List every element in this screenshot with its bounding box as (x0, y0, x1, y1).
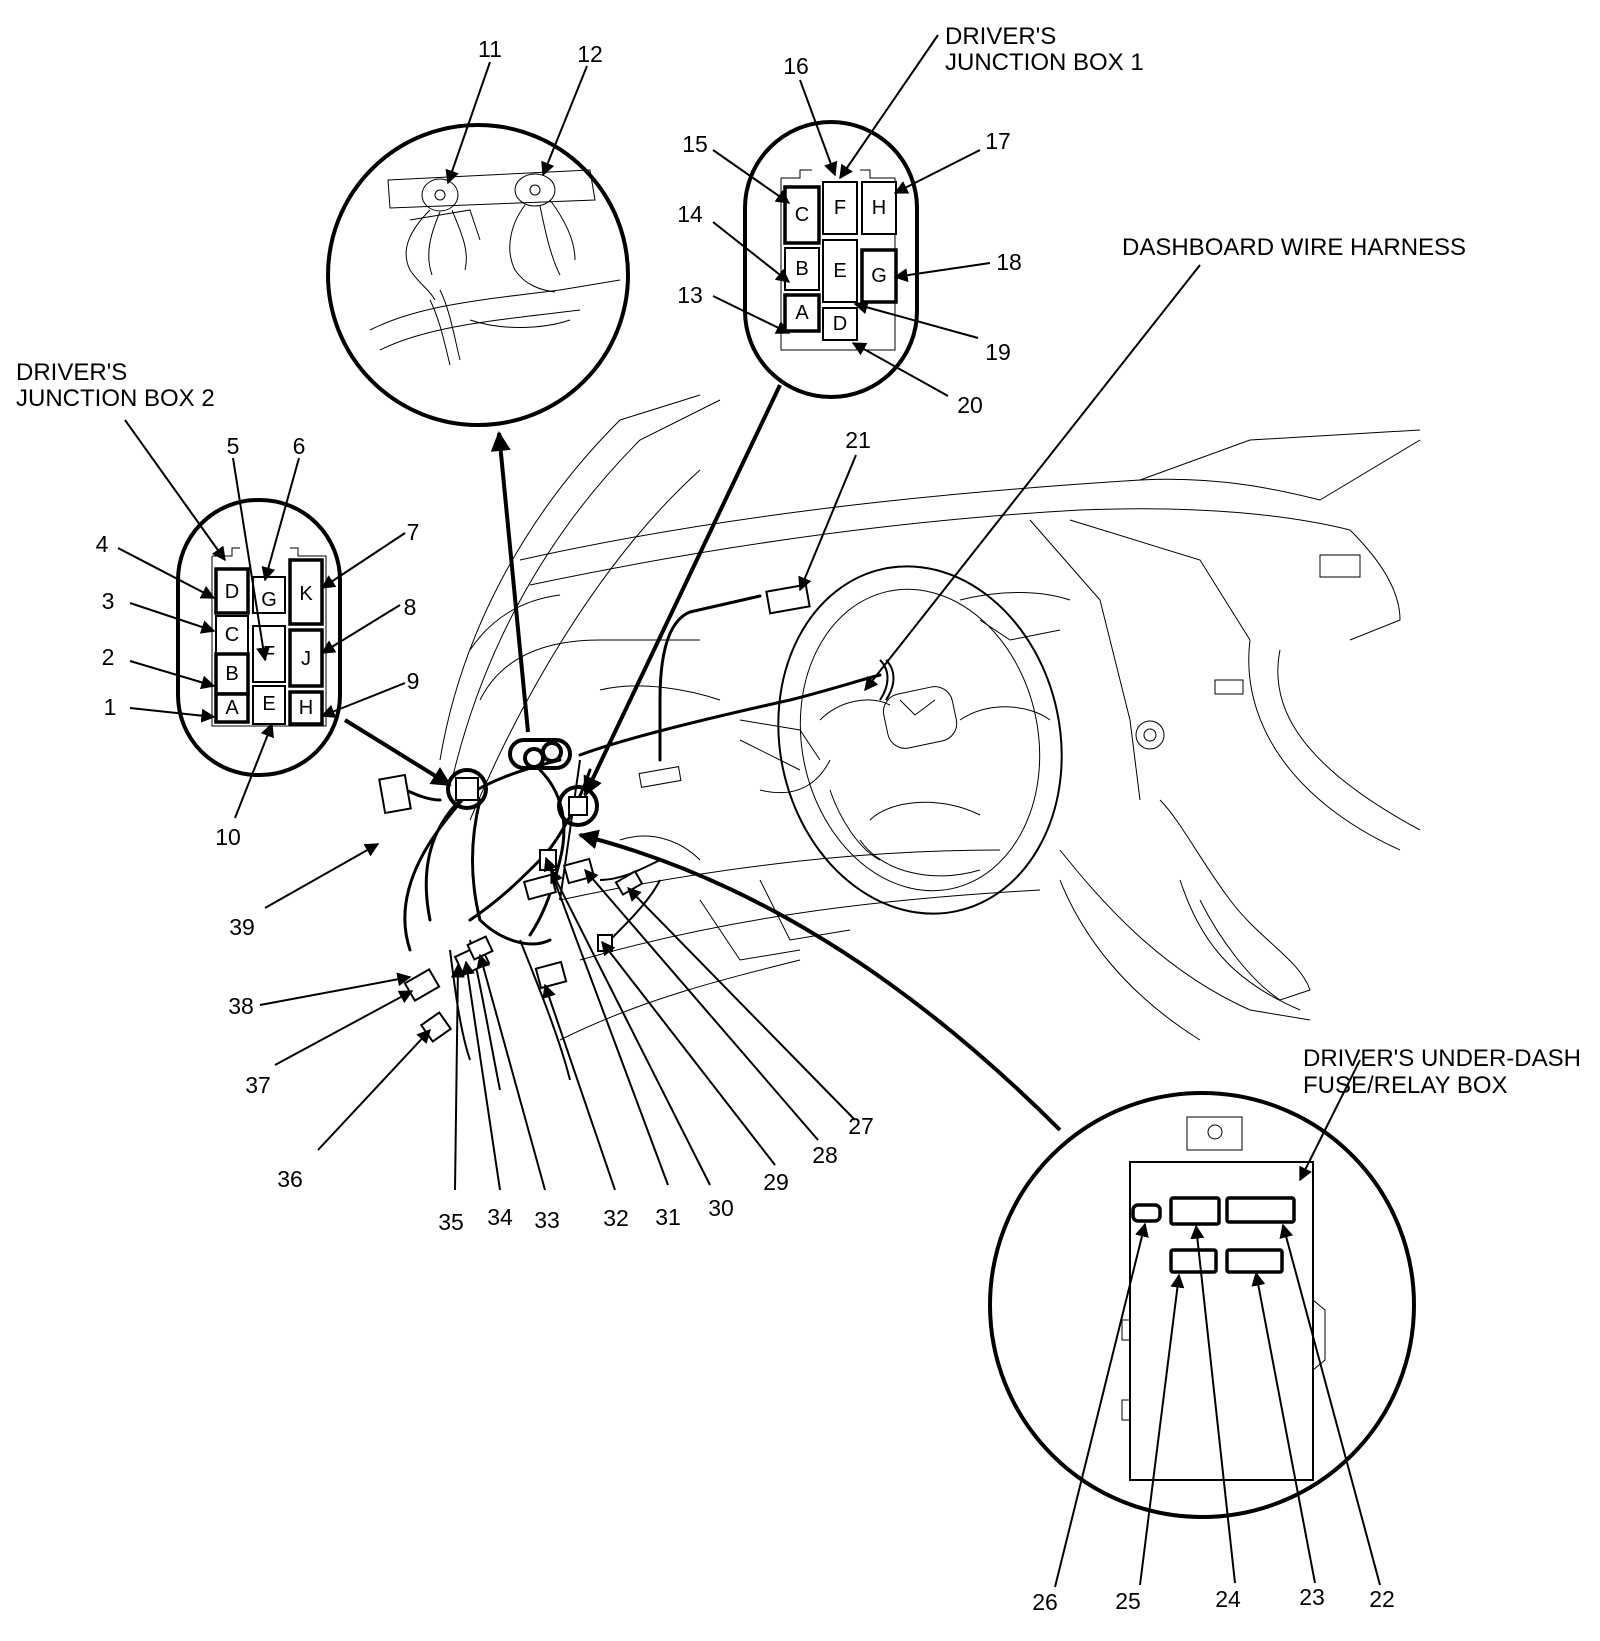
jb2-connector-A: A (225, 697, 239, 719)
callout-14: 14 (677, 201, 703, 227)
callout-20: 20 (957, 392, 983, 418)
diagram-titles: DRIVER'S JUNCTION BOX 1 DRIVER'S JUNCTIO… (16, 23, 1581, 1099)
dashboard-illustration (439, 394, 1421, 1041)
callout-26: 26 (1032, 1589, 1058, 1615)
under-dash-box-title-line1: DRIVER'S UNDER-DASH (1303, 1045, 1581, 1072)
jb2-connector-K: K (299, 583, 313, 605)
junction-box-1-title-line2: JUNCTION BOX 1 (945, 49, 1144, 76)
jb2-connector-J: J (301, 648, 311, 670)
bubble-pointers (343, 384, 1062, 1132)
jb2-connector-G: G (261, 589, 277, 611)
harness-connectors (378, 583, 811, 1043)
jb2-connector-F: F (263, 643, 275, 665)
callout-34: 34 (487, 1204, 513, 1230)
callout-31: 31 (655, 1204, 681, 1230)
callout-29: 29 (763, 1169, 789, 1195)
callout-5: 5 (227, 433, 240, 459)
callout-17: 17 (985, 128, 1011, 154)
callout-2: 2 (102, 644, 115, 670)
jb1-connector-G: G (871, 265, 887, 287)
jb2-connector-D: D (225, 581, 239, 603)
jb1-connector-A: A (795, 302, 809, 324)
callout-9: 9 (407, 668, 420, 694)
jb1-connector-C: C (795, 204, 809, 226)
callout-19: 19 (985, 339, 1011, 365)
jb1-connector-H: H (872, 197, 886, 219)
callout-27: 27 (848, 1113, 874, 1139)
jb2-connector-H: H (299, 697, 313, 719)
callout-24: 24 (1215, 1586, 1241, 1612)
callout-6: 6 (293, 433, 306, 459)
callout-numbers: 1 2 3 4 5 6 7 8 9 10 11 12 13 14 15 16 1… (96, 36, 1395, 1615)
callout-32: 32 (603, 1205, 629, 1231)
callout-28: 28 (812, 1142, 838, 1168)
callout-1: 1 (104, 694, 117, 720)
junction-box-2-title-line2: JUNCTION BOX 2 (16, 385, 215, 412)
callout-3: 3 (102, 588, 115, 614)
detail-bubble-11-12 (326, 123, 630, 427)
jb1-connector-E: E (833, 260, 846, 282)
callout-36: 36 (277, 1166, 303, 1192)
callout-23: 23 (1299, 1584, 1325, 1610)
callout-18: 18 (996, 249, 1022, 275)
junction-box-1-title-line1: DRIVER'S (945, 23, 1056, 50)
callout-15: 15 (682, 131, 708, 157)
jb1-connector-F: F (834, 197, 846, 219)
jb2-connector-B: B (225, 663, 238, 685)
callout-7: 7 (407, 519, 420, 545)
callout-33: 33 (534, 1207, 560, 1233)
callout-39: 39 (229, 914, 255, 940)
callout-35: 35 (438, 1209, 464, 1235)
callout-37: 37 (245, 1072, 271, 1098)
jb1-connector-B: B (795, 258, 808, 280)
callout-22: 22 (1369, 1586, 1395, 1612)
callout-13: 13 (677, 282, 703, 308)
junction-box-2-letters: A B C D E F G H J K (225, 581, 314, 719)
leader-lines (117, 34, 1381, 1588)
callout-8: 8 (404, 594, 417, 620)
callout-16: 16 (783, 53, 809, 79)
callout-38: 38 (228, 993, 254, 1019)
steering-wheel (777, 565, 1063, 915)
callout-11: 11 (478, 36, 502, 62)
junction-box-2 (176, 498, 342, 777)
junction-box-2-title-line1: DRIVER'S (16, 359, 127, 386)
callout-4: 4 (96, 531, 109, 557)
jb2-connector-C: C (225, 624, 239, 646)
callout-21: 21 (845, 427, 871, 453)
callout-30: 30 (708, 1195, 734, 1221)
dashboard-harness-title: DASHBOARD WIRE HARNESS (1122, 234, 1466, 261)
jb2-connector-E: E (262, 693, 275, 715)
callout-25: 25 (1115, 1588, 1141, 1614)
jb1-connector-D: D (833, 313, 847, 335)
under-dash-box-title-line2: FUSE/RELAY BOX (1303, 1072, 1508, 1099)
junction-box-1-letters: A B C D E F G H (795, 197, 887, 335)
callout-12: 12 (577, 41, 603, 67)
callout-10: 10 (215, 824, 241, 850)
under-dash-fuse-box (988, 1091, 1416, 1519)
